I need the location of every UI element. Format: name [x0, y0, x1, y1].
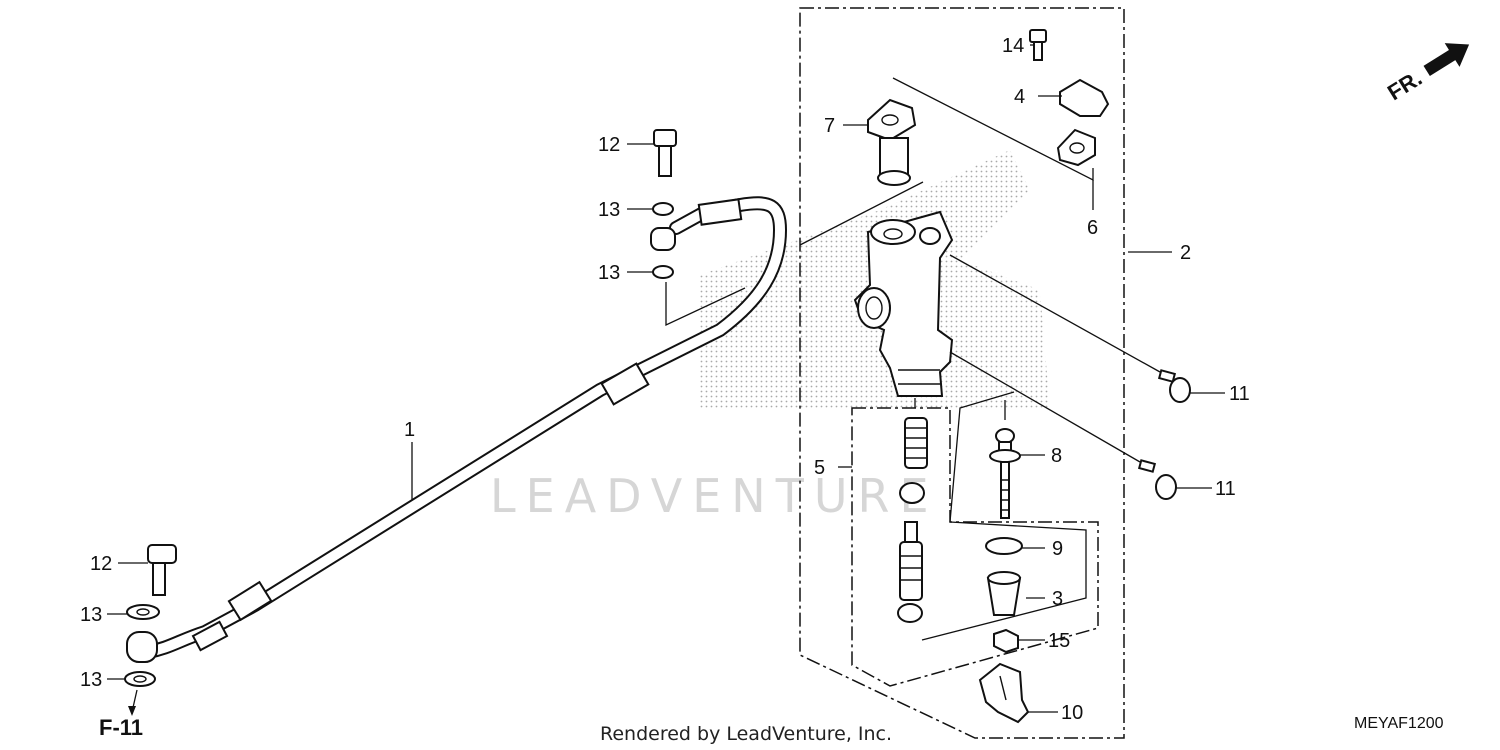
callout-9: 9	[1052, 538, 1063, 560]
callout-2: 2	[1180, 242, 1191, 264]
lower-hose-fittings	[124, 544, 177, 716]
lower-parts	[978, 537, 1030, 724]
front-direction-indicator: FR.	[1383, 43, 1470, 105]
callout-5: 5	[814, 457, 825, 479]
callout-15: 15	[1048, 630, 1070, 652]
direction-label: FR.	[1383, 65, 1426, 105]
brake-hose	[141, 196, 788, 659]
assembly-leaders	[799, 181, 1087, 641]
callout-12-lower: 12	[90, 553, 112, 575]
piston-kit-border	[851, 407, 1099, 687]
credit-text: Rendered by LeadVenture, Inc.	[600, 723, 892, 745]
callout-leaders	[107, 44, 1225, 713]
diagram-code: MEYAF1200	[1354, 715, 1444, 732]
callout-11-upper: 11	[1229, 383, 1250, 405]
callout-3: 3	[1052, 588, 1063, 610]
callout-7: 7	[824, 115, 835, 137]
reservoir-fitting	[867, 98, 917, 186]
assembly-border	[799, 7, 1125, 739]
callout-4: 4	[1014, 86, 1025, 108]
mounting-bolts	[949, 254, 1191, 500]
callout-numbers: 1 2 3 4 5 6 7 8 9 10 11 11 12 12 13 13 1…	[80, 35, 1250, 724]
push-rod	[989, 428, 1021, 519]
callout-13-upper-a: 13	[598, 199, 620, 221]
master-cylinder-body	[853, 210, 954, 397]
watermark-text: LEADVENTURE	[490, 469, 939, 523]
callout-8: 8	[1051, 445, 1062, 467]
callout-6: 6	[1087, 217, 1098, 239]
callout-10: 10	[1061, 702, 1083, 724]
callout-13-upper-b: 13	[598, 262, 620, 284]
callout-12-upper: 12	[598, 134, 620, 156]
reference-label: F-11	[99, 715, 143, 740]
callout-14: 14	[1002, 35, 1024, 57]
front-arrow-icon	[1423, 43, 1470, 77]
callout-13-lower-b: 13	[80, 669, 102, 691]
piston-parts	[897, 417, 928, 623]
callout-11-lower: 11	[1215, 478, 1236, 500]
upper-hose-fittings	[650, 129, 746, 327]
callout-1: 1	[404, 419, 415, 441]
callout-13-lower-a: 13	[80, 604, 102, 626]
